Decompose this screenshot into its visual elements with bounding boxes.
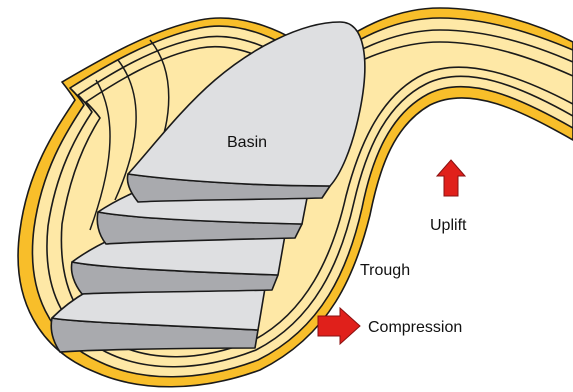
basin-label: Basin bbox=[227, 134, 267, 151]
uplift-arrow-icon bbox=[437, 160, 465, 196]
uplift-label: Uplift bbox=[430, 217, 467, 234]
compression-label: Compression bbox=[368, 319, 462, 336]
trough-label: Trough bbox=[360, 262, 410, 279]
